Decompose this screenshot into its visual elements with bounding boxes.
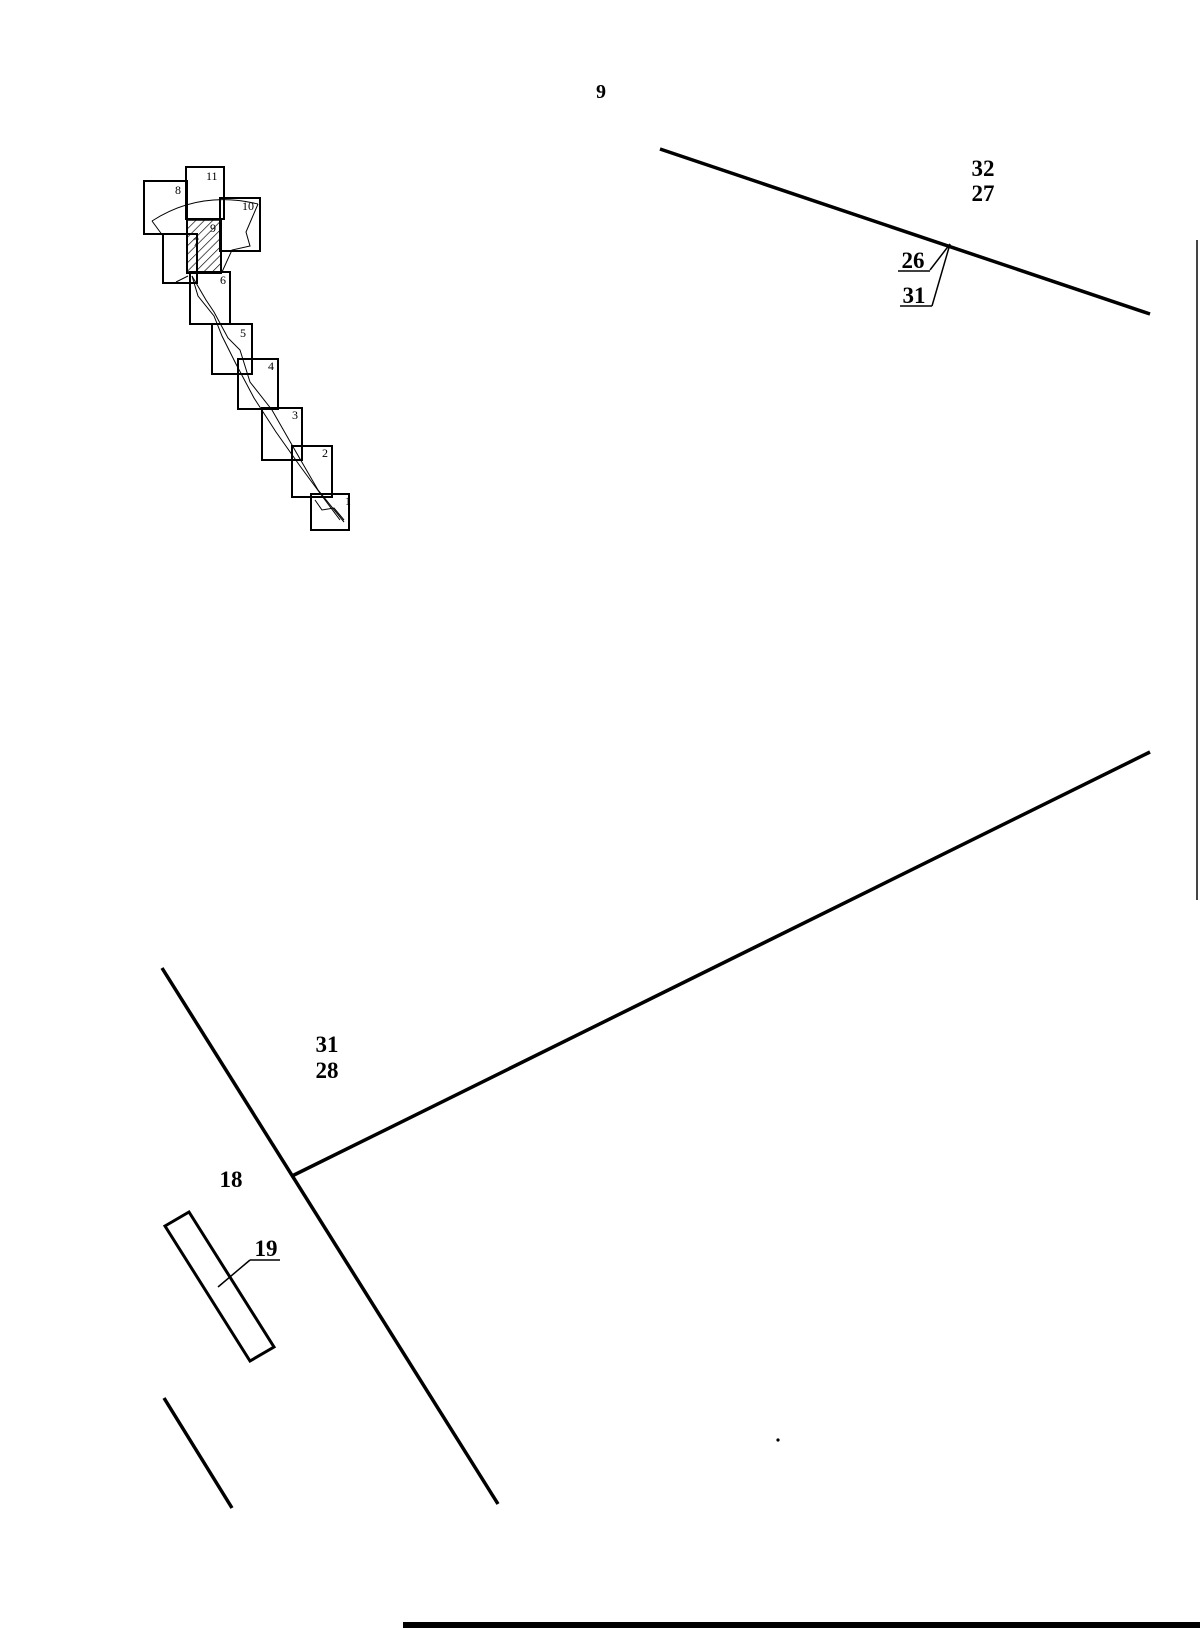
index-sheet-number: 9 (210, 221, 216, 235)
building-leader (217, 1259, 280, 1288)
parcel-number-upper-top: 32 (972, 156, 995, 181)
upper-boundary-line (659, 147, 1151, 316)
index-outlines (151, 199, 345, 523)
index-sheet-number: 1 (345, 494, 351, 508)
page-number: 9 (596, 81, 606, 103)
callout-leaders (898, 243, 951, 307)
index-sheet-number: 6 (220, 273, 226, 287)
index-sheet-10 (219, 197, 261, 252)
index-arc (151, 199, 259, 222)
diagonal-boundary-line (291, 750, 1151, 1178)
callout-number-lower: 31 (903, 283, 926, 308)
index-sheet-5 (211, 323, 253, 375)
road-edge-line (162, 1397, 234, 1509)
parcel-number-upper-bottom: 27 (972, 181, 995, 206)
index-sheet-numbers: 1 2 3 4 5 6 7 8 9 10 11 (175, 169, 351, 508)
index-sheet-number: 11 (206, 169, 218, 183)
index-sheet-3 (261, 407, 303, 461)
road-boundary-line (160, 967, 500, 1505)
index-sheet-11 (185, 166, 225, 220)
index-hatched-area (186, 219, 222, 273)
callout-number-upper: 26 (902, 248, 925, 273)
index-sheet-number: 4 (268, 359, 274, 373)
building-number: 19 (255, 1236, 278, 1261)
parcel-number-left: 18 (220, 1167, 243, 1192)
index-sheet-4 (237, 358, 279, 410)
index-sheet-number: 3 (292, 408, 298, 422)
parcel-number-lower-top: 31 (316, 1032, 339, 1057)
scan-specks (403, 240, 1200, 1628)
index-sheet-number: 5 (240, 326, 246, 340)
index-sheet-1 (310, 493, 350, 531)
index-sheet-number: 10 (242, 199, 254, 213)
building-outline (162, 1209, 277, 1364)
parcel-number-lower-bottom: 28 (316, 1058, 339, 1083)
index-sheet-number: 2 (322, 446, 328, 460)
index-sheet-frames (143, 166, 350, 531)
index-map: 1 2 3 4 5 6 7 8 9 10 11 (143, 166, 351, 531)
index-sheet-number: 8 (175, 183, 181, 197)
index-sheet-number: 7 (193, 235, 199, 249)
